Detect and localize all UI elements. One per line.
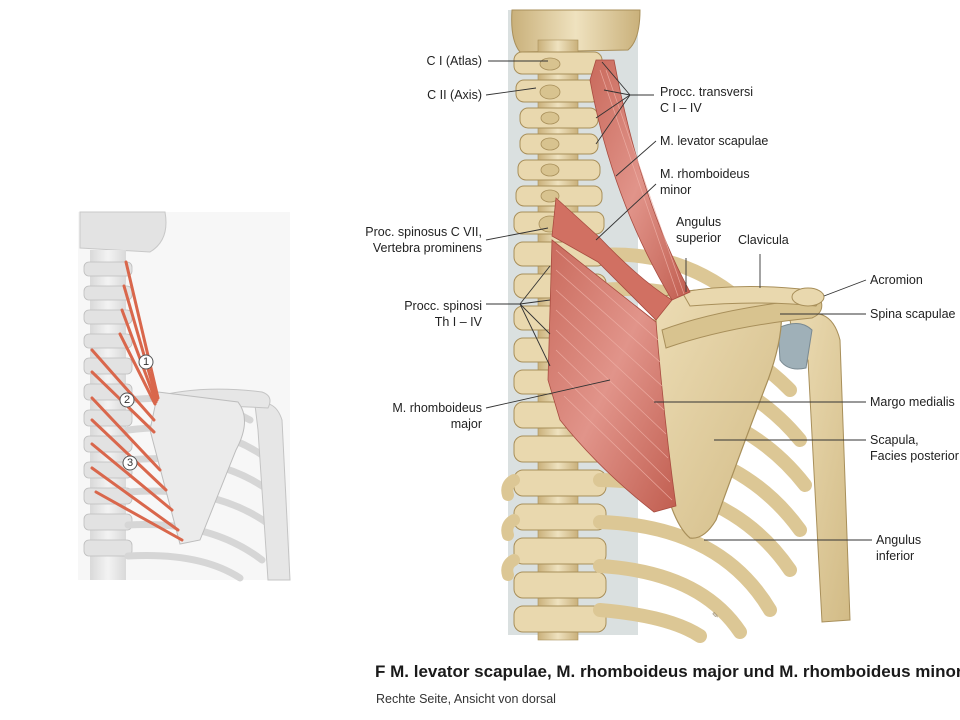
marker-3-text: 3 [127, 457, 133, 469]
labels: C I (Atlas) C II (Axis) Procc. transvers… [365, 54, 959, 563]
label-spinosus-c7-2: Vertebra prominens [373, 241, 482, 255]
label-angulus-superior-1: Angulus [676, 215, 721, 229]
figure-caption-subtitle: Rechte Seite, Ansicht von dorsal [376, 692, 556, 706]
label-margo-medialis: Margo medialis [870, 395, 955, 409]
label-angulus-inferior-2: inferior [876, 549, 914, 563]
label-rhomboideus-major-1: M. rhomboideus [392, 401, 482, 415]
label-procc-transversi: Procc. transversi [660, 85, 753, 99]
label-c1-atlas: C I (Atlas) [426, 54, 482, 68]
label-facies-posterior: Facies posterior [870, 449, 959, 463]
label-rhomboideus-minor-2: minor [660, 183, 691, 197]
label-procc-spinosi-1: Procc. spinosi [404, 299, 482, 313]
label-procc-spinosi-2: Th I – IV [435, 315, 483, 329]
inset-rhomboid-major [90, 396, 184, 542]
inset-figure: 1 2 3 [78, 211, 291, 582]
rhomboid-major-muscle [547, 239, 677, 513]
joint-cartilage [777, 323, 813, 370]
inset-marker-2: 2 [119, 392, 135, 408]
marker-1-text: 1 [143, 356, 149, 368]
label-levator-scapulae: M. levator scapulae [660, 134, 768, 148]
label-angulus-superior-2: superior [676, 231, 721, 245]
artist-signature: ✎ [712, 611, 719, 620]
label-clavicula: Clavicula [738, 233, 789, 247]
label-rhomboideus-major-2: major [451, 417, 482, 431]
label-acromion: Acromion [870, 273, 923, 287]
label-procc-transversi-range: C I – IV [660, 101, 702, 115]
marker-2-text: 2 [124, 394, 130, 406]
label-angulus-inferior-1: Angulus [876, 533, 921, 547]
rhomboid-minor-muscle [551, 197, 673, 321]
levator-fibers [599, 69, 685, 297]
main-illustration: ✎ [501, 9, 851, 643]
inset-scapula [149, 391, 245, 545]
label-spina-scapulae: Spina scapulae [870, 307, 956, 321]
figure-caption-title: F M. levator scapulae, M. rhomboideus ma… [375, 662, 960, 681]
inset-marker-1: 1 [138, 354, 154, 370]
inset-skull [79, 211, 167, 253]
leader-lines [485, 60, 872, 541]
inset-marker-3: 3 [122, 455, 138, 471]
rhomboid-fibers [555, 249, 673, 501]
acromion [791, 287, 825, 307]
label-rhomboideus-minor-1: M. rhomboideus [660, 167, 750, 181]
label-scapula: Scapula, [870, 433, 919, 447]
inset-levator-scapulae [118, 260, 160, 406]
ribs-left [501, 474, 520, 581]
spina-scapulae [661, 297, 823, 349]
label-c2-axis: C II (Axis) [427, 88, 482, 102]
label-spinosus-c7-1: Proc. spinosus C VII, [365, 225, 482, 239]
